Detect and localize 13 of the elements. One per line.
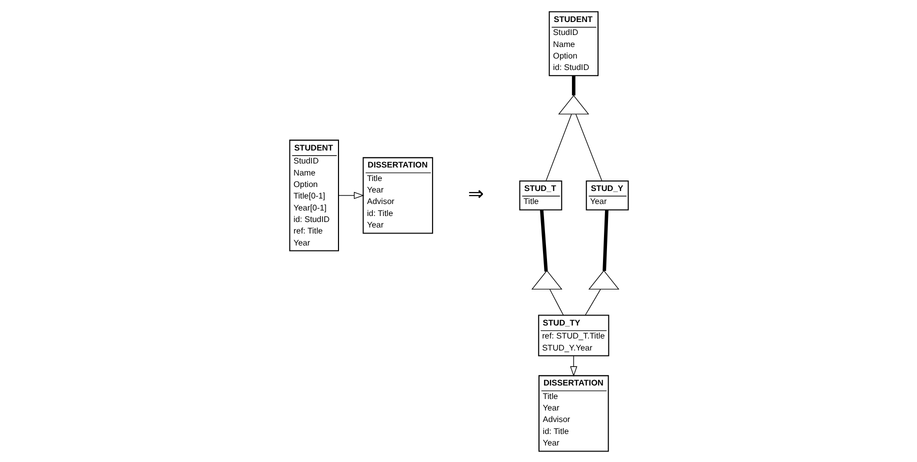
connector bbox=[575, 113, 602, 181]
node-triangle bbox=[558, 94, 589, 114]
connector bbox=[571, 75, 575, 95]
connector bbox=[584, 288, 600, 316]
connector bbox=[545, 113, 572, 181]
connector bbox=[549, 288, 564, 316]
node-triangle bbox=[588, 270, 619, 290]
connector bbox=[602, 209, 608, 271]
node-triangle bbox=[530, 270, 562, 290]
arrow bbox=[338, 191, 364, 199]
arrow bbox=[570, 355, 577, 376]
connector bbox=[540, 209, 548, 272]
label: ⇒ bbox=[468, 184, 484, 205]
